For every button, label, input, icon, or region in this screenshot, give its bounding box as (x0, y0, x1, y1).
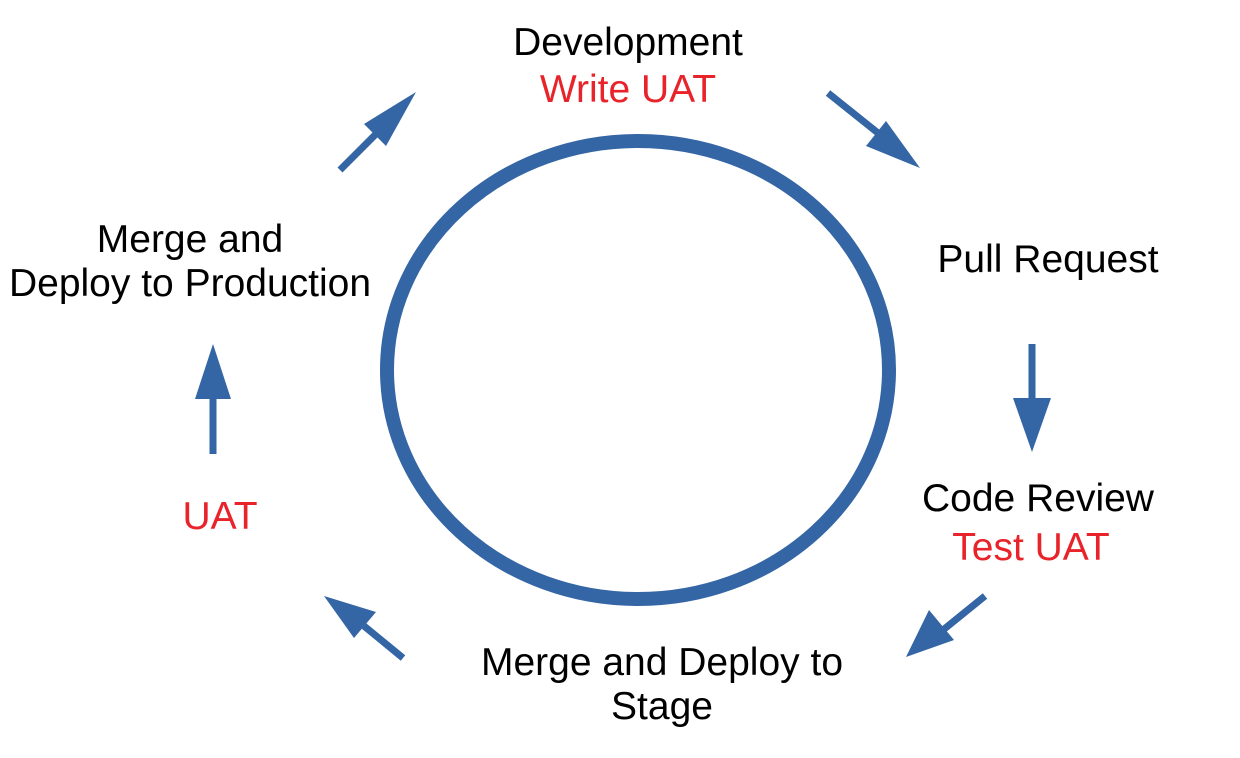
step-uat: UAT (130, 495, 310, 540)
arrow-production-to-development (337, 92, 416, 173)
code-review-title: Code Review (922, 477, 1154, 520)
stage-title-line1: Merge and Deploy to (480, 641, 844, 684)
arrow-pull-request-to-code-review (1013, 344, 1051, 452)
step-development: Development Write UAT (478, 21, 778, 113)
step-pull-request: Pull Request (898, 238, 1198, 283)
arrow-development-to-pull-request (825, 90, 920, 168)
cycle-circle (380, 134, 896, 606)
uat-note: UAT (182, 495, 258, 538)
arrow-uat-to-production (195, 344, 231, 454)
step-merge-deploy-production: Merge and Deploy to Production (0, 218, 380, 306)
stage-title-line2: Stage (611, 685, 713, 728)
development-note: Write UAT (539, 67, 717, 111)
code-review-note: Test UAT (952, 525, 1110, 569)
step-merge-deploy-stage: Merge and Deploy to Stage (462, 641, 862, 729)
arrow-code-review-to-stage (906, 593, 988, 657)
step-code-review: Code Review Test UAT (888, 477, 1188, 571)
pull-request-title: Pull Request (937, 238, 1159, 281)
development-title: Development (513, 21, 743, 64)
arrow-stage-to-uat (324, 596, 406, 661)
production-title-line2: Deploy to Production (8, 262, 372, 305)
production-title-line1: Merge and (96, 218, 284, 261)
